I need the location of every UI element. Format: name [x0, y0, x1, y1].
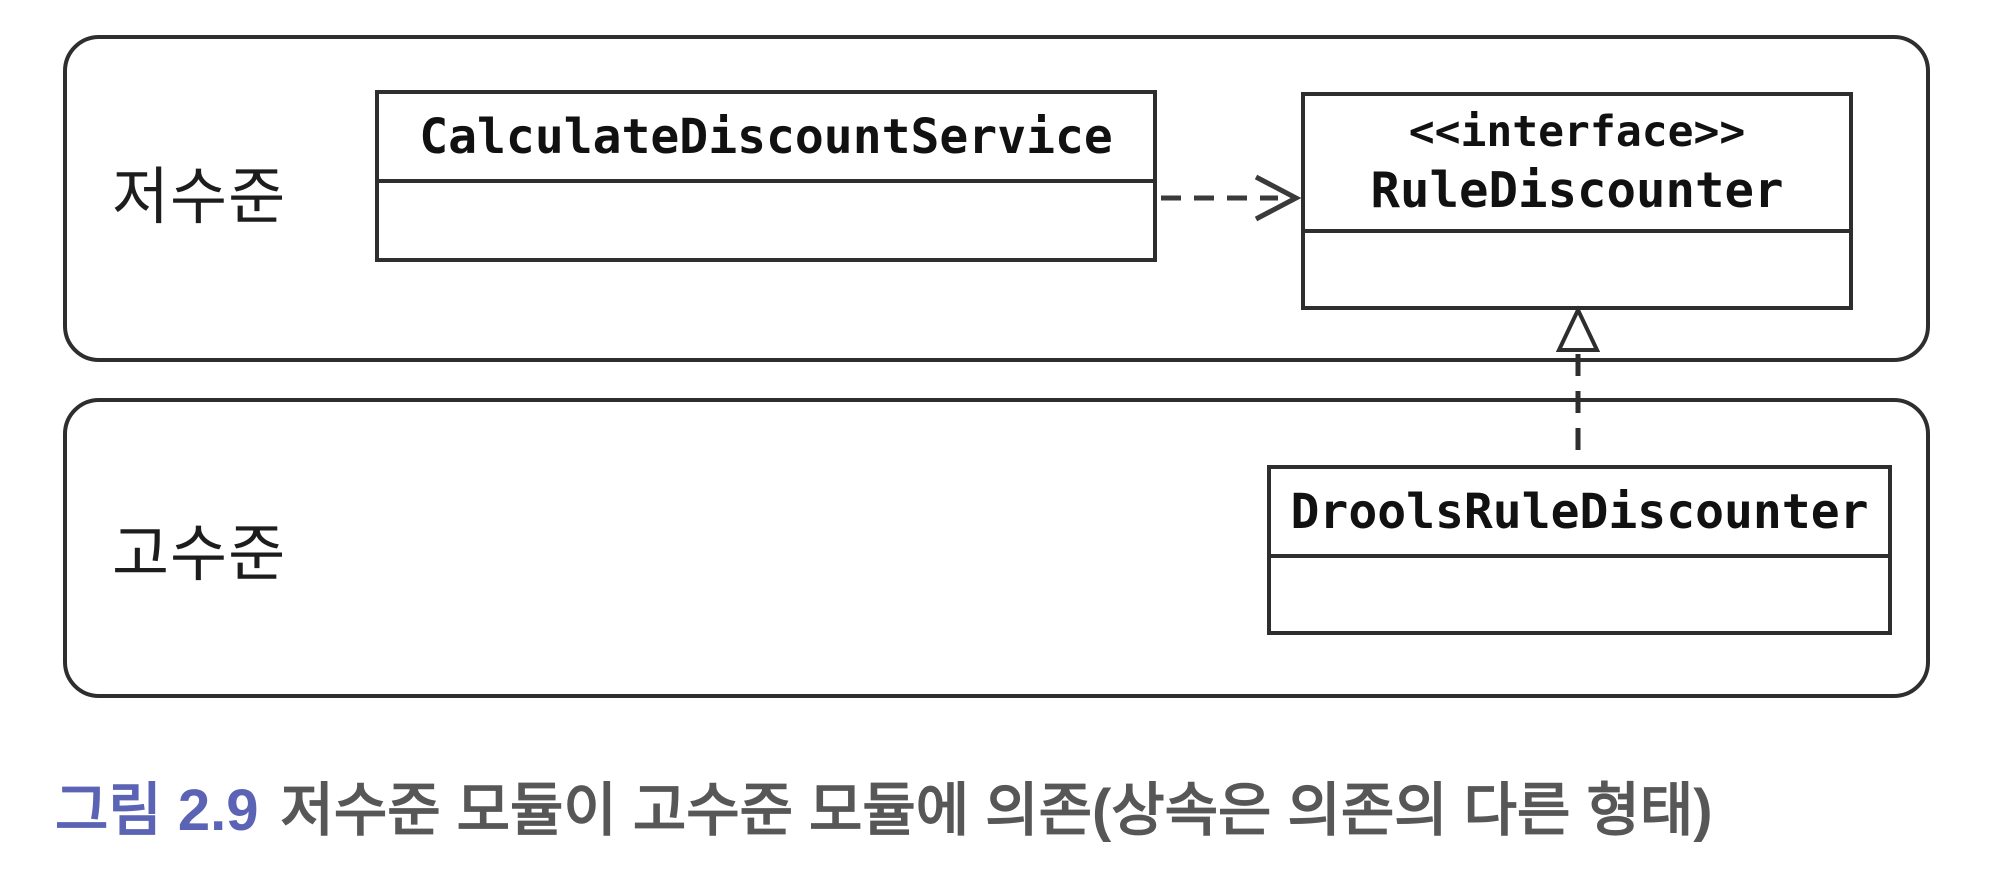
figure-number-label: 그림 2.9 — [55, 778, 259, 843]
class-name-label: CalculateDiscountService — [419, 108, 1113, 165]
interface-name-compartment: <<interface>> RuleDiscounter — [1305, 96, 1849, 233]
class-name-label: DroolsRuleDiscounter — [1290, 483, 1869, 540]
class-name-compartment: DroolsRuleDiscounter — [1271, 469, 1888, 558]
figure-caption: 그림 2.9 저수준 모듈이 고수준 모듈에 의존(상속은 의존의 다른 형태) — [55, 773, 1713, 849]
interface-members-compartment — [1305, 233, 1849, 306]
interface-box-rule-discounter: <<interface>> RuleDiscounter — [1301, 92, 1853, 310]
figure-caption-text: 저수준 모듈이 고수준 모듈에 의존(상속은 의존의 다른 형태) — [280, 778, 1713, 843]
interface-stereotype-label: <<interface>> — [1408, 106, 1746, 157]
class-box-drools-rule-discounter: DroolsRuleDiscounter — [1267, 465, 1892, 635]
class-box-calculate-discount-service: CalculateDiscountService — [375, 90, 1157, 262]
layer-label-bottom: 고수준 — [112, 520, 287, 589]
interface-name-label: RuleDiscounter — [1370, 161, 1784, 219]
class-members-compartment — [1271, 558, 1888, 631]
layer-label-top: 저수준 — [112, 163, 287, 232]
class-members-compartment — [379, 183, 1153, 258]
class-name-compartment: CalculateDiscountService — [379, 94, 1153, 183]
